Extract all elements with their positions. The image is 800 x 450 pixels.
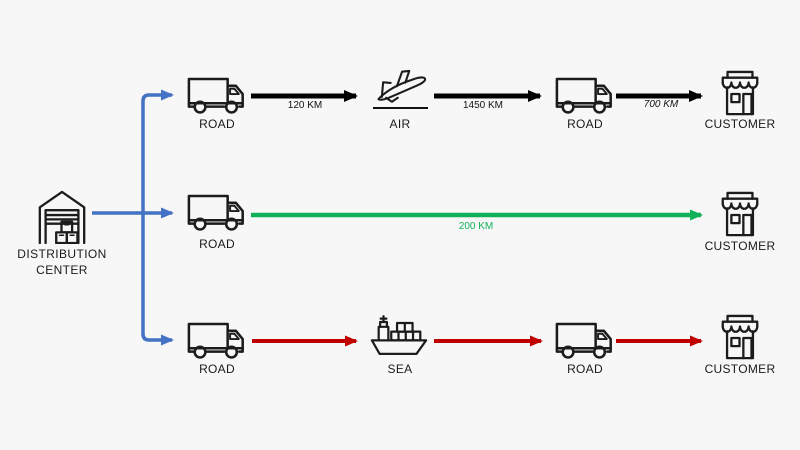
truck-icon — [187, 194, 244, 231]
airplane-icon — [377, 69, 427, 103]
distance-label-700km: 700 KM — [643, 99, 679, 110]
distance-label-200km: 200 KM — [458, 221, 494, 232]
road-label-sea-1: ROAD — [199, 362, 235, 376]
customer-node-sea — [717, 314, 763, 362]
storefront-icon — [721, 191, 759, 237]
customer-label-sea: CUSTOMER — [704, 362, 776, 376]
air-node — [371, 66, 429, 106]
storefront-icon — [721, 70, 759, 116]
road-label-air-2: ROAD — [567, 117, 603, 131]
customer-node-air — [717, 70, 763, 118]
blue-branch-connectors — [92, 89, 174, 346]
road-node-sea-2 — [554, 320, 616, 361]
road-label-direct: ROAD — [199, 237, 235, 251]
connector-dc-to-bottom-road — [141, 213, 174, 346]
distribution-center-node — [35, 188, 89, 244]
truck-icon — [555, 77, 612, 114]
road-node-direct — [186, 192, 248, 233]
road-node-air-2 — [554, 75, 616, 116]
air-ground-line — [373, 107, 428, 109]
connector-dc-to-top-road — [141, 89, 174, 213]
sea-label: SEA — [387, 362, 413, 376]
storefront-icon — [721, 314, 759, 360]
distance-label-1450km: 1450 KM — [462, 100, 504, 111]
sea-node — [369, 315, 429, 358]
customer-label-direct: CUSTOMER — [704, 239, 776, 253]
cargo-ship-icon — [370, 315, 428, 356]
distribution-center-label-line1: DISTRIBUTION — [17, 247, 107, 261]
truck-icon — [555, 322, 612, 359]
distribution-center-label-line2: CENTER — [36, 263, 88, 277]
truck-icon — [187, 77, 244, 114]
truck-icon — [187, 322, 244, 359]
road-node-sea-1 — [186, 320, 248, 361]
warehouse-icon — [38, 190, 86, 244]
distance-label-120km: 120 KM — [287, 100, 323, 111]
road-label-air-1: ROAD — [199, 117, 235, 131]
road-label-sea-2: ROAD — [567, 362, 603, 376]
air-label: AIR — [389, 117, 411, 131]
customer-label-air: CUSTOMER — [704, 117, 776, 131]
customer-node-direct — [717, 191, 763, 239]
road-node-air-1 — [186, 75, 248, 116]
